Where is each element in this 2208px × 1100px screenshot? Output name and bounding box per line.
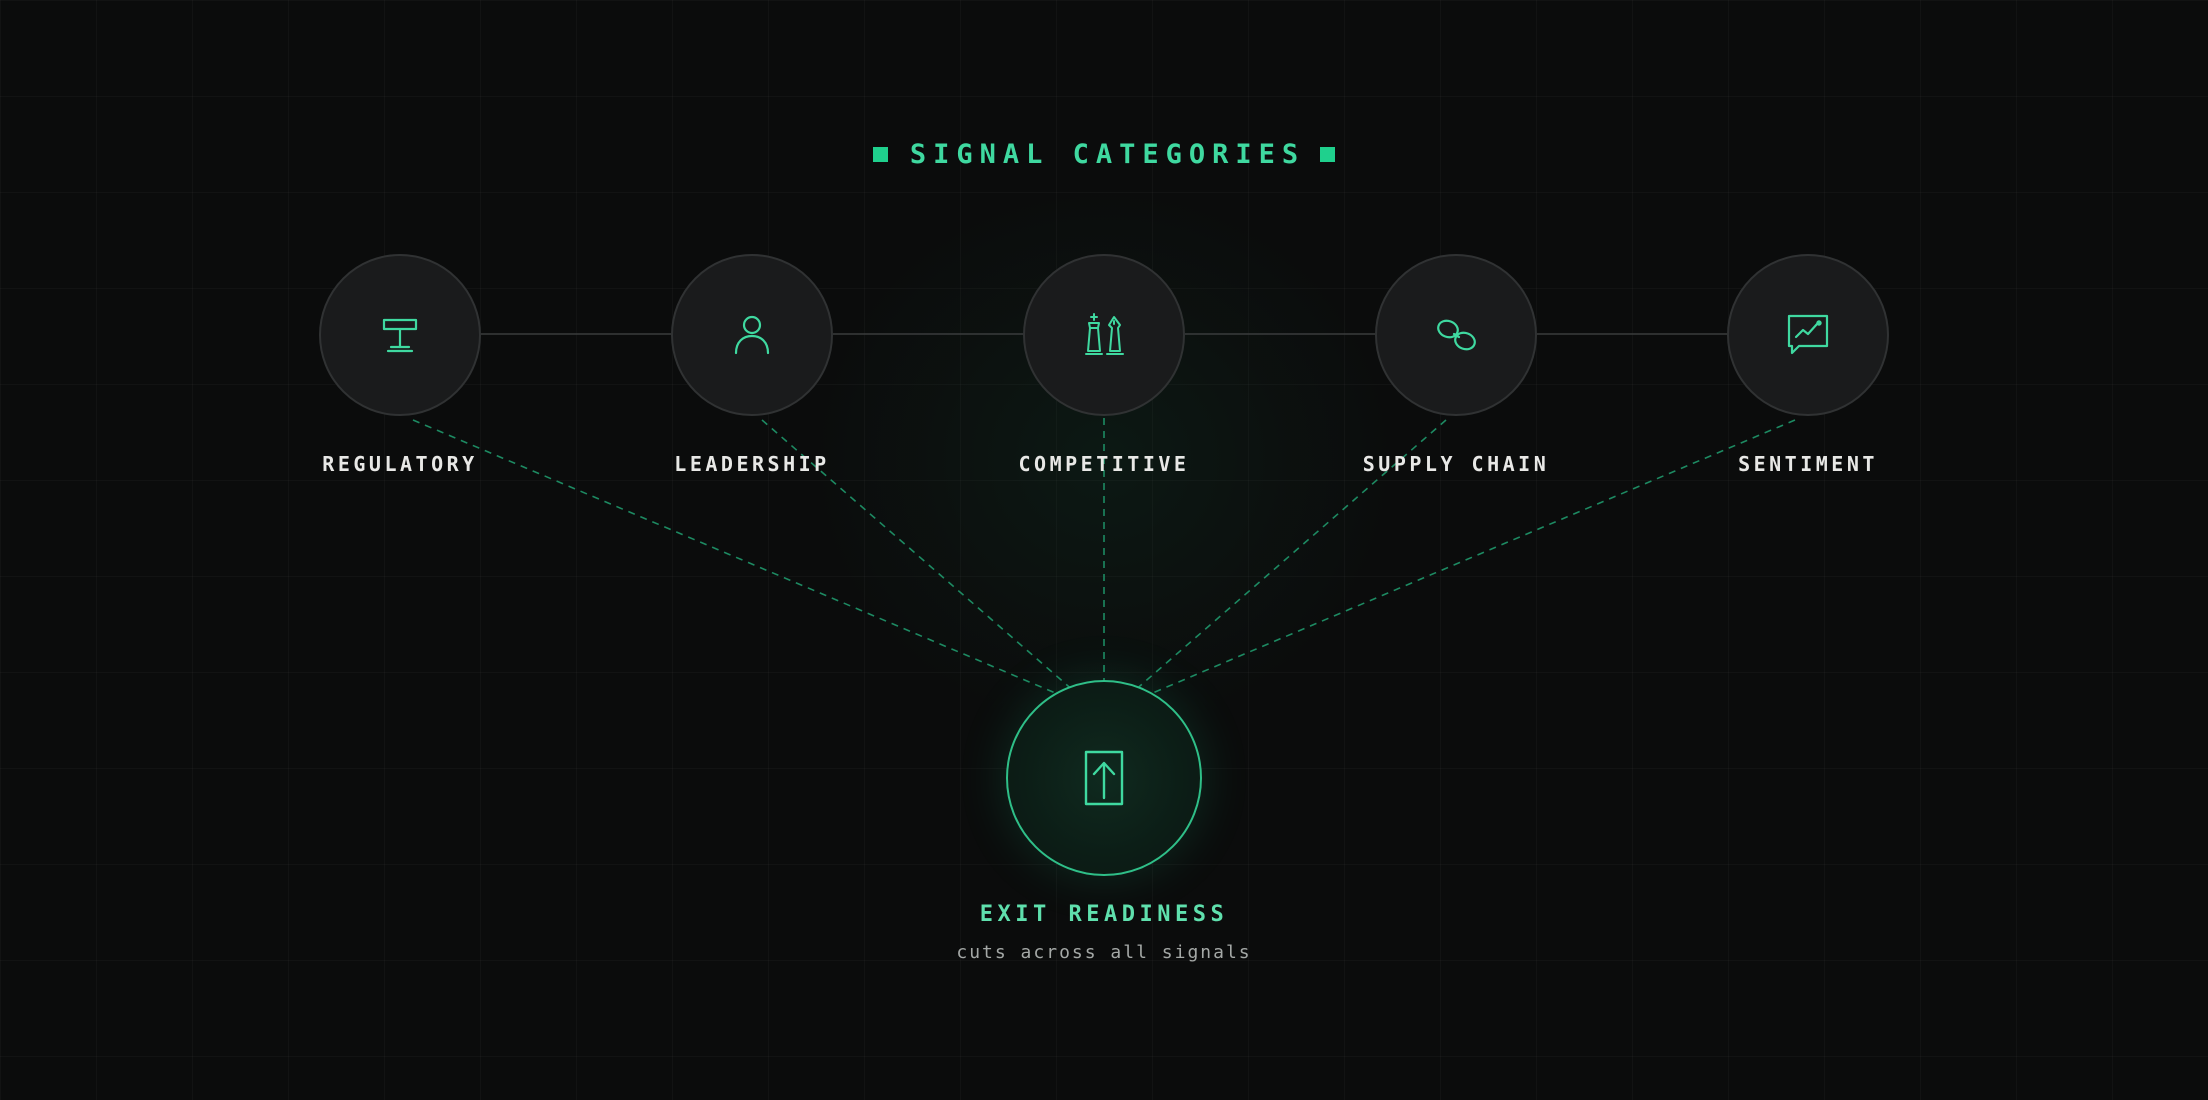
chart-speech-bubble-icon	[1787, 314, 1829, 355]
section-title: SIGNAL CATEGORIES	[909, 138, 1306, 170]
heading-square-right-icon	[1320, 146, 1336, 162]
category-label-competitive: COMPETITIVE	[1018, 452, 1190, 476]
category-label-regulatory: REGULATORY	[322, 452, 478, 476]
exit-door-arrow-icon	[1084, 750, 1124, 806]
hub-title: EXIT READINESS	[979, 902, 1229, 927]
chess-pieces-icon	[1085, 313, 1124, 355]
hub-subtitle: cuts across all signals	[956, 942, 1252, 963]
heading-square-left-icon	[872, 146, 888, 162]
category-label-sentiment: SENTIMENT	[1738, 452, 1878, 476]
chain-link-icon	[1437, 319, 1476, 351]
category-node-sentiment[interactable]	[1727, 254, 1889, 416]
category-node-supply-chain[interactable]	[1375, 254, 1537, 416]
category-label-leadership: LEADERSHIP	[674, 452, 830, 476]
exit-readiness-hub[interactable]	[1006, 680, 1202, 876]
person-icon	[734, 315, 770, 355]
category-node-competitive[interactable]	[1023, 254, 1185, 416]
section-heading: SIGNAL CATEGORIES	[0, 132, 2208, 176]
category-label-supply-chain: SUPPLY CHAIN	[1362, 452, 1550, 476]
category-node-leadership[interactable]	[671, 254, 833, 416]
category-node-regulatory[interactable]	[319, 254, 481, 416]
podium-icon	[382, 318, 418, 353]
